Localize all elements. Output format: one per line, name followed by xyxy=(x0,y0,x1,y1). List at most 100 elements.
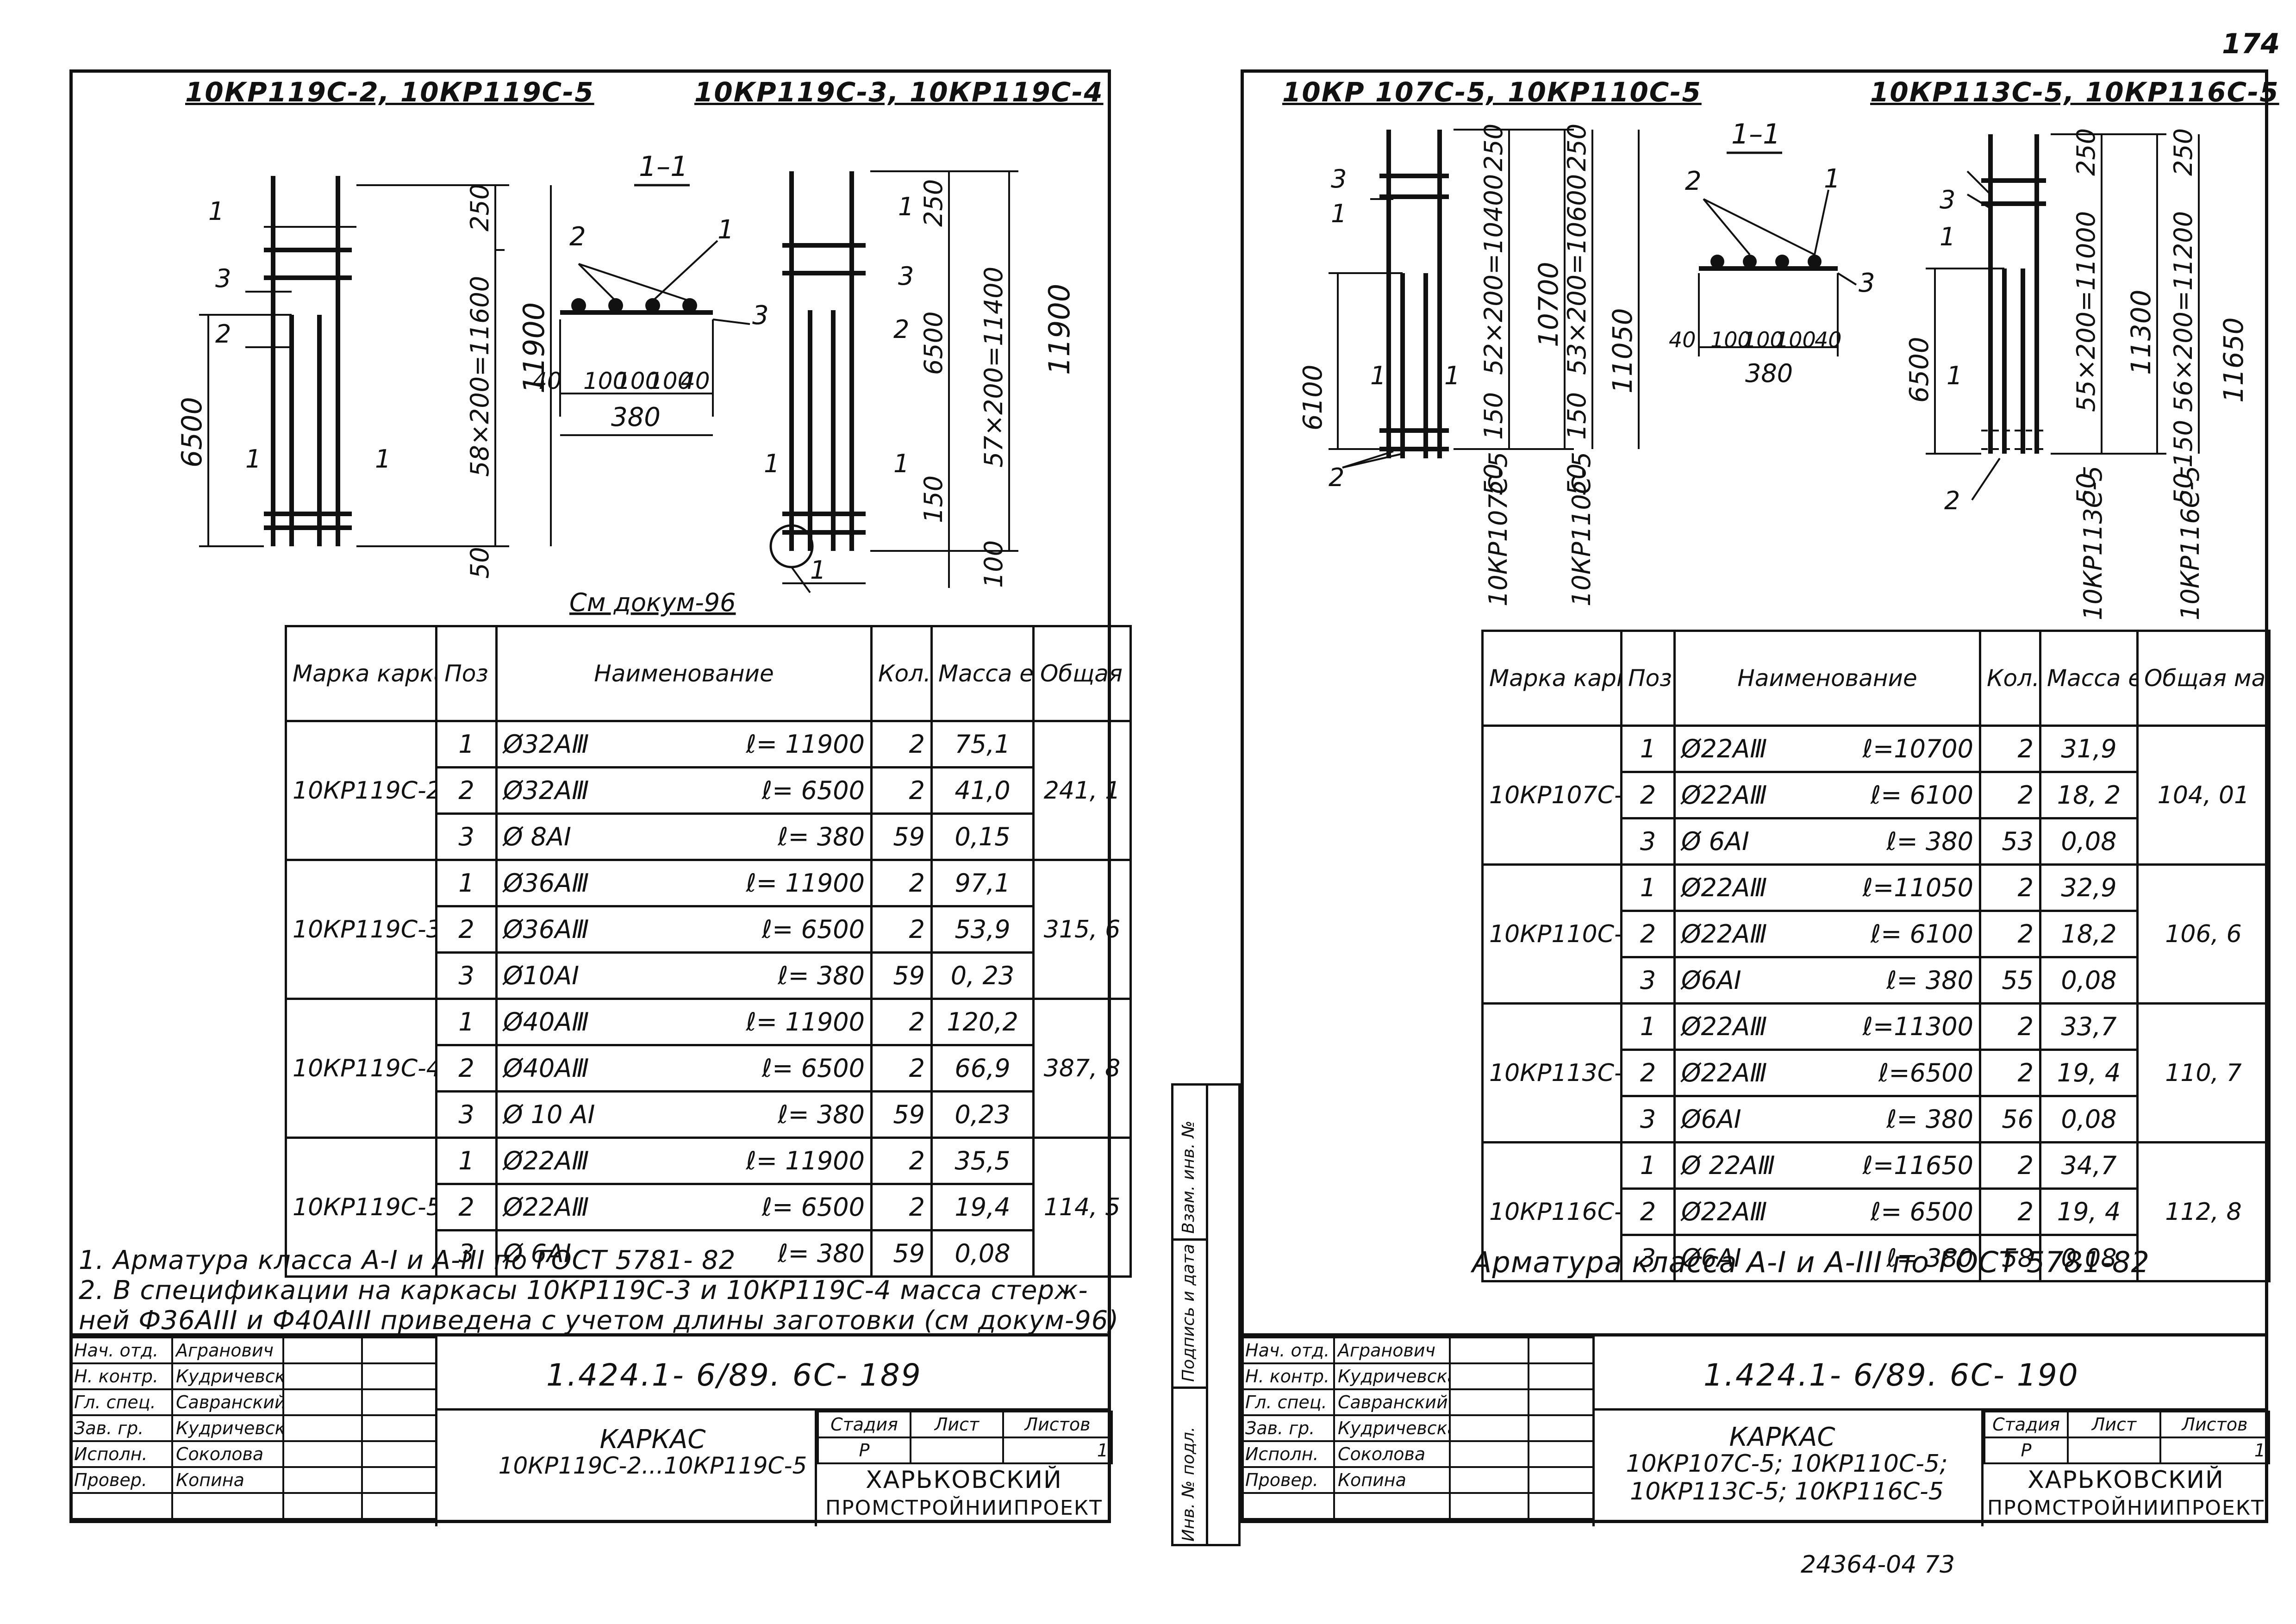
right-pos3-label-a: 3 xyxy=(1331,164,1347,194)
left-org-2: ПРОМСТРОЙНИИПРОЕКТ xyxy=(825,1496,1103,1520)
mass-cell: 53,9 xyxy=(930,905,1035,954)
total-mass-cell: 104, 01 xyxy=(2136,725,2271,866)
rebar-name: Ø22AⅢ xyxy=(1681,781,1767,810)
archive-stamp: 24364-04 73 xyxy=(1801,1551,1955,1579)
empty-cell xyxy=(361,1492,437,1520)
date-cell xyxy=(361,1466,437,1494)
rebar-name: Ø32AⅢ xyxy=(503,776,589,805)
mark-cell: 10КР113С-5 xyxy=(1481,1002,1622,1143)
left-dim-100a: 100 xyxy=(583,368,627,394)
role-cell: Нач. отд. xyxy=(1241,1337,1335,1364)
qty-cell: 2 xyxy=(870,905,933,954)
right-dim-6100: 6100 xyxy=(1298,364,1328,431)
rebar-length: ℓ= 11900 xyxy=(746,1146,865,1175)
right-section: 1–1 2 1 3 40 100 100 100 40 380 xyxy=(1669,118,1875,388)
signature-cell xyxy=(1449,1337,1529,1364)
right-dim-6500: 6500 xyxy=(1904,337,1934,403)
left-dim-58x200: 58×200=11600 xyxy=(465,276,494,477)
right-dim-50d: 50 xyxy=(2169,473,2198,505)
left-sheet-h: Лист xyxy=(910,1411,1004,1438)
right-dim-150a: 150 xyxy=(1479,392,1508,440)
signature-cell xyxy=(1449,1414,1529,1442)
signature-row: Исполн.Соколова xyxy=(69,1440,437,1468)
table-header-row: Марка каркасаПозНаименованиеКол.Масса ед… xyxy=(1481,630,2271,727)
qty-cell: 2 xyxy=(870,1044,933,1093)
signature-cell xyxy=(282,1388,363,1416)
mass-cell: 0,08 xyxy=(2039,956,2139,1005)
right-dim-380: 380 xyxy=(1745,359,1793,388)
person-cell: Кудричевская xyxy=(1333,1414,1451,1442)
signature-cell xyxy=(282,1466,363,1494)
right-spec-table: Марка каркасаПозНаименованиеКол.Масса ед… xyxy=(1481,630,2271,1282)
left-section-label: 1–1 xyxy=(639,150,688,183)
signature-cell xyxy=(1449,1388,1529,1416)
rebar-length: ℓ= 6500 xyxy=(761,776,865,805)
pos-cell: 1 xyxy=(1620,725,1676,773)
signature-row: Провер.Копина xyxy=(69,1466,437,1494)
left-header-right: 10КР119С-3, 10КР119С-4 xyxy=(694,76,1104,108)
right-dim-150c: 150 xyxy=(2169,420,2198,468)
person-cell: Савранский xyxy=(171,1388,284,1416)
right-dim-250d: 250 xyxy=(2169,128,2198,176)
pos-cell: 2 xyxy=(1620,1187,1676,1236)
rebar-name: Ø36AⅢ xyxy=(503,915,589,944)
rebar-name: Ø22AⅢ xyxy=(1681,734,1767,763)
rebar-length: ℓ= 380 xyxy=(778,1100,865,1129)
left-stage: Р xyxy=(817,1437,911,1464)
mass-cell: 19,4 xyxy=(930,1183,1035,1231)
signature-cell xyxy=(1449,1466,1529,1494)
total-mass-cell: 114, 5 xyxy=(1032,1137,1132,1278)
signature-cell xyxy=(282,1440,363,1468)
rebar-length: ℓ= 6100 xyxy=(1870,781,1973,810)
right-lbl-113: 10КР113С-5 xyxy=(2078,466,2108,620)
rebar-name: Ø 6AⅠ xyxy=(503,1239,571,1268)
left-section: 1–1 2 1 3 40 100 100 100 40 380 xyxy=(532,150,769,436)
right-title-2: 10КР107С-5; 10КР110С-5; xyxy=(1626,1450,1948,1478)
mass-cell: 0,23 xyxy=(930,1090,1035,1139)
left-cut-c: 1 xyxy=(764,449,780,478)
date-cell xyxy=(1528,1362,1594,1390)
pos-cell: 3 xyxy=(435,951,498,1000)
left-title-2: 10КР119С-2...10КР119С-5 xyxy=(498,1452,807,1479)
left-dim-6500b: 6500 xyxy=(919,312,948,375)
right-pos2-label-b: 2 xyxy=(1944,486,1960,515)
mass-cell: 120,2 xyxy=(930,998,1035,1046)
left-dim-40b: 40 xyxy=(680,368,710,394)
left-section-pos2: 2 xyxy=(569,222,586,252)
pos-cell: 3 xyxy=(435,1229,498,1278)
empty-cell xyxy=(282,1492,363,1520)
total-mass-cell: 110, 7 xyxy=(2136,1002,2271,1143)
qty-cell: 2 xyxy=(870,720,933,768)
qty-cell: 59 xyxy=(870,951,933,1000)
qty-cell: 2 xyxy=(1979,1141,2041,1190)
right-header-left: 10КР 107С-5, 10КР110С-5 xyxy=(1282,76,1702,108)
left-dim-150: 150 xyxy=(919,475,948,523)
right-dim-100b: 100 xyxy=(1743,327,1784,352)
empty-cell xyxy=(69,1492,173,1520)
rebar-length: ℓ=10700 xyxy=(1862,734,1973,763)
table-header-cell: Масса ед, кг xyxy=(930,625,1035,722)
role-cell: Н. контр. xyxy=(1241,1362,1335,1390)
mass-cell: 19, 4 xyxy=(2039,1049,2139,1097)
qty-cell: 2 xyxy=(1979,863,2041,912)
page-number: 174 xyxy=(2222,28,2280,60)
left-dim-100c: 100 xyxy=(648,368,692,394)
mass-cell: 75,1 xyxy=(930,720,1035,768)
left-dim-100b: 100 xyxy=(616,368,660,394)
signature-row xyxy=(69,1492,437,1520)
mass-cell: 31,9 xyxy=(2039,725,2139,773)
left-frame-a xyxy=(264,176,352,546)
